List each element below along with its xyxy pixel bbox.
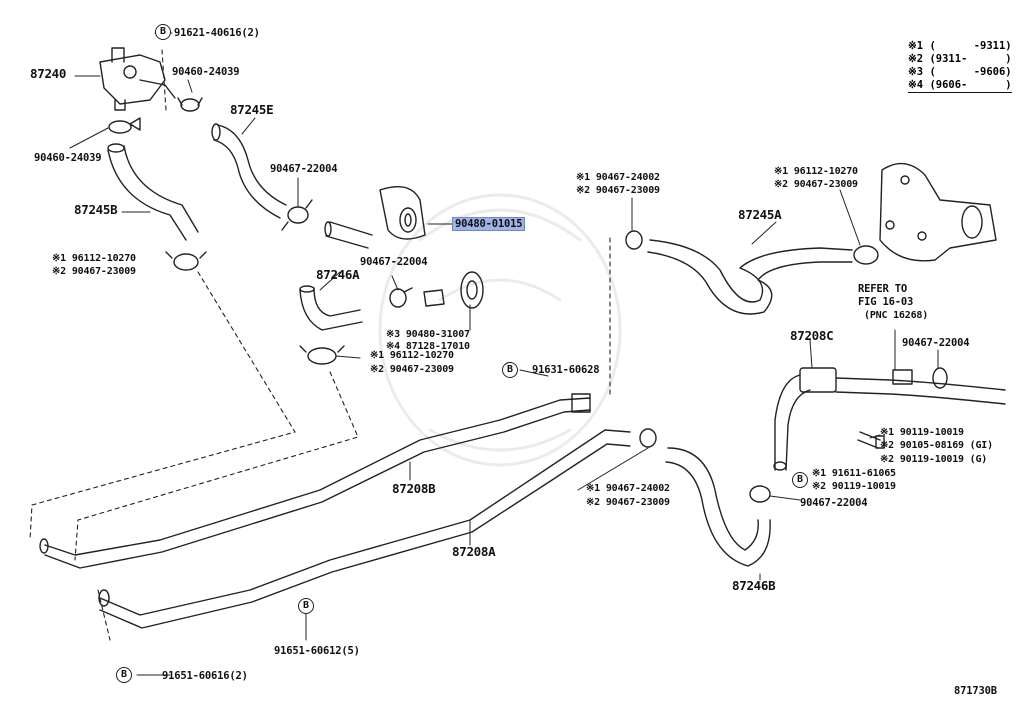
legend-row-2: ※2 (9311- ) [908,53,1012,65]
label-90467-24002-a[interactable]: ※1 90467-24002 [576,172,660,183]
label-91651-60616[interactable]: 91651-60616(2) [162,670,248,682]
hose-87246B[interactable] [665,447,771,567]
leader-lines [69,32,939,676]
label-87245B[interactable]: 87245B [74,202,118,217]
label-90467-22004-b[interactable]: 90467-22004 [360,256,428,268]
clamp-90467-22004-a[interactable] [281,199,313,231]
bolt-badge-91611: B [792,472,808,488]
label-90480-31007[interactable]: ※3 90480-31007 [386,329,470,340]
legend-row-4: ※4 (9606- ) [908,79,1012,93]
clamp-96112-b[interactable] [299,345,345,365]
hose-87245B[interactable] [107,143,199,241]
label-90460-a[interactable]: 90460-24039 [172,66,240,78]
clamp-90460-upper[interactable] [177,97,203,112]
label-90467-23009-d[interactable]: ※2 90467-23009 [586,497,670,508]
label-90105[interactable]: ※2 90105-08169 (GI) [880,440,993,451]
label-90119-b[interactable]: ※2 90119-10019 (G) [880,454,988,465]
label-91651-60612[interactable]: 91651-60612(5) [274,645,360,657]
clamp-90467-22004-d[interactable] [749,485,771,503]
label-87208C[interactable]: 87208C [790,328,834,343]
legend-row-3: ※3 ( -9606) [908,66,1012,78]
label-90467-22004-a[interactable]: 90467-22004 [270,163,338,175]
label-87246A[interactable]: 87246A [316,267,360,282]
label-90467-22004-c[interactable]: 90467-22004 [902,337,970,349]
clamp-96112-c[interactable] [853,245,879,265]
label-91631[interactable]: 91631-60628 [532,364,600,376]
label-91621[interactable]: 91621-40616(2) [174,27,260,39]
date-legend: ※1 ( -9311) ※2 (9311- ) ※3 ( -9606) ※4 (… [908,40,1012,93]
refer-line-3: (PNC 16268) [864,310,929,321]
grommet-90480-01015[interactable] [379,186,426,240]
hose-87245E[interactable] [211,123,287,219]
dashed-leaders [29,49,611,641]
label-87208A[interactable]: 87208A [452,544,496,559]
connector-pipe[interactable] [423,289,445,307]
label-90460-b[interactable]: 90460-24039 [34,152,102,164]
label-90467-c2[interactable]: ※2 90467-23009 [774,179,858,190]
label-90467-23009-c[interactable]: ※2 90467-23009 [576,185,660,196]
bolt-90119[interactable] [857,431,885,449]
label-87208B[interactable]: 87208B [392,481,436,496]
bolt-badge-91631: B [502,362,518,378]
water-outlet-housing[interactable] [879,162,997,262]
label-96112-a1[interactable]: ※1 96112-10270 [52,253,136,264]
label-90119-c[interactable]: ※2 90119-10019 [812,481,896,492]
clamp-90467-24002-a[interactable] [625,230,643,250]
refer-line-2: FIG 16-03 [858,296,914,308]
label-91611[interactable]: ※1 91611-61065 [812,468,896,479]
figure-id: 871730B [954,685,997,697]
clamp-90460-lower[interactable] [108,117,141,134]
label-87245E[interactable]: 87245E [230,102,274,117]
pipe-87208A[interactable] [98,429,631,629]
label-96112-c1[interactable]: ※1 96112-10270 [774,166,858,177]
label-87240[interactable]: 87240 [30,66,67,81]
label-90467-22004-d[interactable]: 90467-22004 [800,497,868,509]
bolt-badge-91621: B [155,24,171,40]
label-96112-b1[interactable]: ※1 96112-10270 [370,350,454,361]
grommet-90480-31007[interactable] [460,271,484,309]
bolt-badge-91651-2: B [116,667,132,683]
refer-line-1: REFER TO [858,283,907,295]
label-90119-a[interactable]: ※1 90119-10019 [880,427,964,438]
pipe-stub-c[interactable] [892,369,913,385]
bolt-badge-91651-5: B [298,598,314,614]
valve-87240[interactable] [99,47,176,111]
clamp-90467-24002-b[interactable] [639,428,657,448]
clamp-90467-22004-b[interactable] [389,287,413,308]
hose-87246A[interactable] [299,285,363,331]
clamp-90467-22004-c[interactable] [932,367,948,389]
label-90467-b2[interactable]: ※2 90467-23009 [370,364,454,375]
label-90467-a2[interactable]: ※2 90467-23009 [52,266,136,277]
label-87246B[interactable]: 87246B [732,578,776,593]
pipe-87208B[interactable] [39,393,591,569]
watermark-emblem [378,193,622,467]
legend-row-1: ※1 ( -9311) [908,40,1012,52]
label-87245A[interactable]: 87245A [738,207,782,222]
hose-stub-a[interactable] [324,221,373,249]
hose-87245A[interactable] [647,239,853,315]
label-87128[interactable]: ※4 87128-17010 [386,341,470,352]
label-90467-24002-b[interactable]: ※1 90467-24002 [586,483,670,494]
clamp-96112-a[interactable] [165,251,207,271]
label-90480-01015-highlighted[interactable]: 90480-01015 [452,217,526,231]
